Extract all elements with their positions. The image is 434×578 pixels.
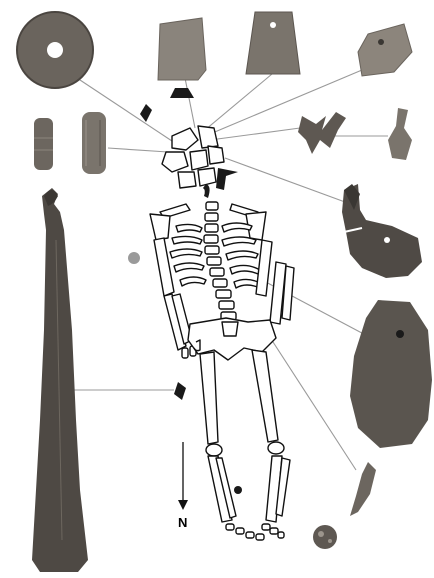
marker-comma: [203, 184, 210, 198]
femur-right: [252, 350, 278, 442]
cylindrical-bead-right: [82, 112, 106, 174]
marker-grey-dot: [128, 252, 140, 264]
irregular-pendant-top-right: [358, 24, 412, 76]
tooth-pendant: [350, 462, 376, 516]
leader-line-beads: [108, 148, 168, 152]
femur-left: [200, 352, 218, 444]
hook-shaped-ornament: [342, 184, 422, 278]
bird-shaped-ornament: [298, 112, 346, 154]
marker-pelvis-side: [174, 382, 186, 400]
large-perforated-pendant: [350, 300, 432, 448]
cylindrical-bead-left: [34, 118, 53, 170]
vertebral-column: [204, 202, 236, 320]
small-ornament: [388, 108, 412, 160]
trapezoid-pendant-small: [158, 18, 206, 80]
leader-lines: [70, 70, 388, 470]
patella-left: [206, 444, 222, 456]
sacrum: [222, 322, 238, 336]
humerus-right: [256, 240, 272, 296]
marker-foot-black: [234, 486, 242, 494]
humerus-left: [154, 238, 174, 296]
north-arrow: N: [178, 442, 188, 530]
leader-line-bird: [210, 128, 300, 140]
marker-neck: [216, 168, 238, 190]
north-label: N: [178, 515, 187, 530]
leader-line-small-pendant: [185, 78, 195, 128]
long-bone-tool: [32, 188, 88, 572]
round-stone-bead: [313, 525, 337, 549]
skull: [162, 126, 224, 188]
stone-disc-pendant: [17, 12, 93, 88]
marker-trapezoid: [170, 88, 194, 98]
ribs-left: [170, 224, 206, 286]
arrow-head: [178, 500, 188, 510]
patella-right: [268, 442, 284, 454]
leader-line-hook: [225, 158, 345, 202]
foot-left: [226, 524, 264, 540]
trapezoid-pendant-large: [246, 12, 300, 74]
foot-right: [262, 524, 284, 538]
marker-left-of-skull: [140, 104, 152, 122]
